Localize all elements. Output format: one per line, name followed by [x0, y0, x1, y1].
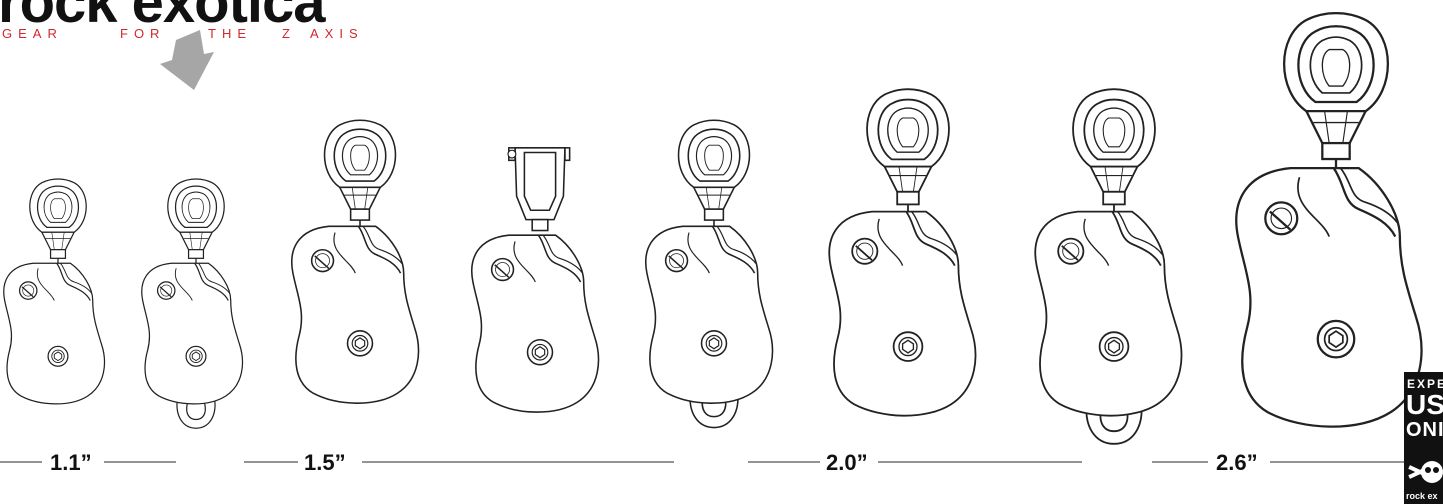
pulley-1-1-eye-becket	[141, 178, 244, 429]
tagline-word: AXIS	[310, 26, 364, 41]
badge-line1: EXPE	[1407, 377, 1443, 391]
size-label-1-5: 1.5”	[304, 450, 346, 475]
size-label-1-1: 1.1”	[50, 450, 92, 475]
pulley-1-5-eye	[291, 119, 420, 404]
tagline-word: GEAR	[2, 26, 63, 41]
pulley-1-5-eye-becket	[645, 119, 774, 429]
badge-line3: ONI	[1406, 419, 1443, 441]
pulley-1-5-clevis	[471, 147, 600, 413]
experts-only-badge: EXPE US ONI rock ex	[1404, 372, 1443, 504]
brand-tagline: GEAR FOR THE Z AXIS	[2, 26, 364, 41]
down-arrow-icon	[160, 30, 214, 90]
tagline-word: Z	[282, 26, 296, 41]
pulley-2-0-eye-becket	[1034, 88, 1183, 445]
brand-logo: rock exotica	[0, 0, 326, 35]
tagline-word: THE	[208, 26, 252, 41]
tagline-word: FOR	[120, 26, 165, 41]
skull-crossbones-icon	[1408, 461, 1443, 483]
badge-line2: US	[1406, 389, 1443, 420]
pulley-2-6-eye	[1235, 11, 1423, 428]
size-label-2-6: 2.6”	[1216, 450, 1258, 475]
badge-footer: rock ex	[1406, 491, 1438, 501]
pulley-2-0-eye	[828, 88, 977, 417]
pulley-1-1-eye	[3, 178, 106, 405]
size-label-2-0: 2.0”	[826, 450, 868, 475]
